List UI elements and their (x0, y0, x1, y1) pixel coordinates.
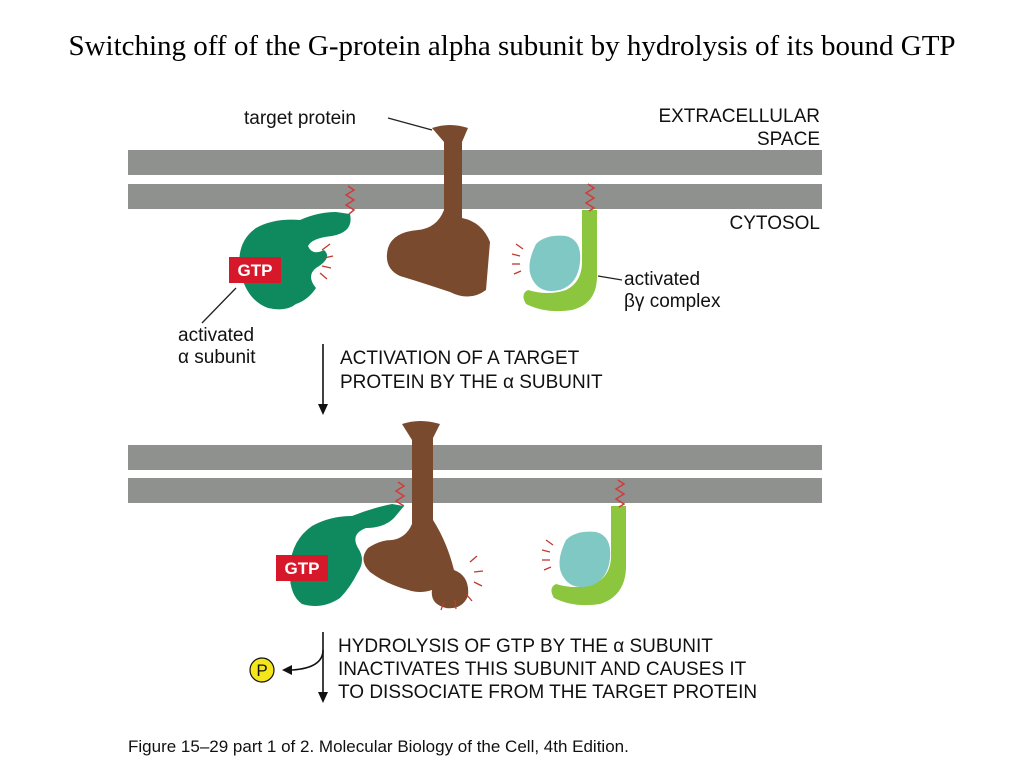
label-space: SPACE (757, 129, 820, 150)
gtp-badge-top-text: GTP (238, 261, 273, 280)
lipid-anchor-gamma-bottom (614, 479, 626, 508)
phosphate-icon: P (249, 657, 275, 683)
label-bg-activated: activated (624, 269, 700, 290)
activation-marks-target-bottom (440, 555, 484, 611)
arrow-step1 (318, 344, 328, 415)
step2-line3: TO DISSOCIATE FROM THE TARGET PROTEIN (338, 682, 757, 703)
alpha-leader (201, 287, 237, 324)
step2-line1: HYDROLYSIS OF GTP BY THE α SUBUNIT (338, 636, 713, 657)
slide-title: Switching off of the G-protein alpha sub… (68, 30, 956, 62)
label-alpha-subunit: α subunit (178, 347, 256, 368)
activation-marks-beta-top (511, 243, 524, 275)
label-extracellular: EXTRACELLULAR (658, 106, 820, 127)
membrane-top (128, 150, 822, 209)
figure-caption: Figure 15–29 part 1 of 2. Molecular Biol… (128, 737, 629, 756)
label-cytosol: CYTOSOL (730, 213, 820, 234)
bg-leader (597, 275, 623, 281)
label-target-protein: target protein (244, 108, 356, 129)
gtp-badge-top (229, 257, 281, 283)
target-protein-bottom (363, 421, 469, 609)
step2-line2: INACTIVATES THIS SUBUNIT AND CAUSES IT (338, 659, 747, 680)
phosphate-label: P (256, 661, 267, 680)
gamma-subunit-bottom (551, 506, 626, 606)
gtp-badge-bottom (276, 555, 328, 581)
activation-marks-alpha-top (319, 243, 334, 280)
arrow-step2 (282, 632, 328, 703)
lipid-anchor-alpha-bottom (394, 481, 406, 507)
label-alpha-activated: activated (178, 325, 254, 346)
target-protein-leader (387, 117, 433, 131)
step1-line2: PROTEIN BY THE α SUBUNIT (340, 372, 603, 393)
beta-subunit-bottom (559, 531, 611, 587)
gamma-subunit-top (523, 210, 597, 312)
membrane-bottom (128, 445, 822, 503)
step1-line1: ACTIVATION OF A TARGET (340, 348, 580, 369)
target-protein-top (386, 125, 490, 297)
lipid-anchor-alpha-top (344, 185, 356, 215)
gtp-badge-bottom-text: GTP (285, 559, 320, 578)
membrane-outer-leaflet (128, 445, 822, 470)
membrane-inner-leaflet (128, 184, 822, 209)
membrane-inner-leaflet (128, 478, 822, 503)
activation-marks-beta-bottom (541, 539, 554, 571)
label-bg-complex: βγ complex (624, 291, 721, 312)
beta-subunit-top (529, 235, 581, 291)
alpha-subunit-top (239, 212, 351, 310)
lipid-anchor-gamma-top (584, 183, 596, 212)
membrane-outer-leaflet (128, 150, 822, 175)
